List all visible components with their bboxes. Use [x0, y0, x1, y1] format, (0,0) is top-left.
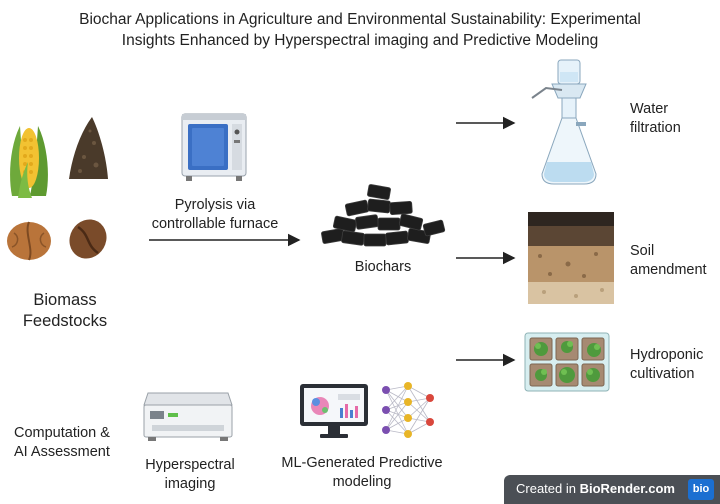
hydroponic-line-2: cultivation	[630, 365, 695, 382]
pyrolysis-label-line-1: Pyrolysis via	[174, 197, 256, 213]
footer-prefix: Created in	[516, 481, 580, 496]
diagram-title: Biochar Applications in Agriculture and …	[20, 9, 700, 51]
hydroponic-label: Hydroponic cultivation	[630, 346, 720, 383]
computation-line-1: Computation &	[14, 425, 110, 441]
soil-amendment-label: Soil amendment	[630, 242, 720, 279]
soil-pile-icon	[69, 117, 108, 179]
neural-network-icon	[382, 382, 434, 438]
computation-line-2: AI Assessment	[14, 443, 110, 460]
hydroponic-tray-icon	[524, 332, 610, 392]
pyrolysis-label: Pyrolysis via controllable furnace	[140, 196, 290, 233]
soil-layers-icon	[528, 212, 614, 304]
furnace-icon	[181, 113, 247, 181]
soil-amendment-line-2: amendment	[630, 261, 707, 278]
water-filtration-label: Water filtration	[630, 100, 716, 137]
biochars-label: Biochars	[354, 259, 412, 275]
biorender-footer[interactable]: Created in BioRender.com bio	[504, 475, 720, 504]
biomass-label-line-1: Biomass	[33, 291, 97, 309]
monitor-icon	[300, 384, 368, 438]
footer-brand: BioRender.com	[579, 481, 675, 496]
water-filtration-line-1: Water	[630, 101, 669, 117]
pyrolysis-label-line-2: controllable furnace	[151, 215, 279, 232]
filtration-flask-icon	[531, 59, 597, 185]
biochar-pile-icon	[321, 184, 446, 247]
title-line-1: Biochar Applications in Agriculture and …	[79, 11, 641, 28]
hyperspectral-line-2: imaging	[164, 475, 216, 492]
corn-icon	[10, 126, 48, 198]
title-line-2: Insights Enhanced by Hyperspectral imagi…	[121, 32, 599, 49]
computation-label: Computation & AI Assessment	[14, 424, 134, 461]
water-filtration-line-2: filtration	[630, 119, 681, 136]
hyperspectral-label: Hyperspectral imaging	[130, 456, 250, 493]
biomass-label: Biomass Feedstocks	[20, 290, 110, 332]
ml-line-2: modeling	[332, 473, 392, 490]
ml-label: ML-Generated Predictive modeling	[262, 454, 462, 491]
ml-line-1: ML-Generated Predictive	[281, 455, 443, 471]
hydroponic-line-1: Hydroponic	[630, 347, 704, 363]
footer-text: Created in BioRender.com	[516, 481, 675, 496]
biomass-label-line-2: Feedstocks	[22, 312, 108, 330]
walnut-icon	[7, 221, 51, 261]
coffee-bean-icon	[69, 219, 107, 259]
biorender-logo-icon: bio	[688, 479, 714, 500]
hyperspectral-imager-icon	[143, 392, 233, 441]
hyperspectral-line-1: Hyperspectral	[145, 457, 235, 473]
soil-amendment-line-1: Soil	[630, 243, 655, 259]
